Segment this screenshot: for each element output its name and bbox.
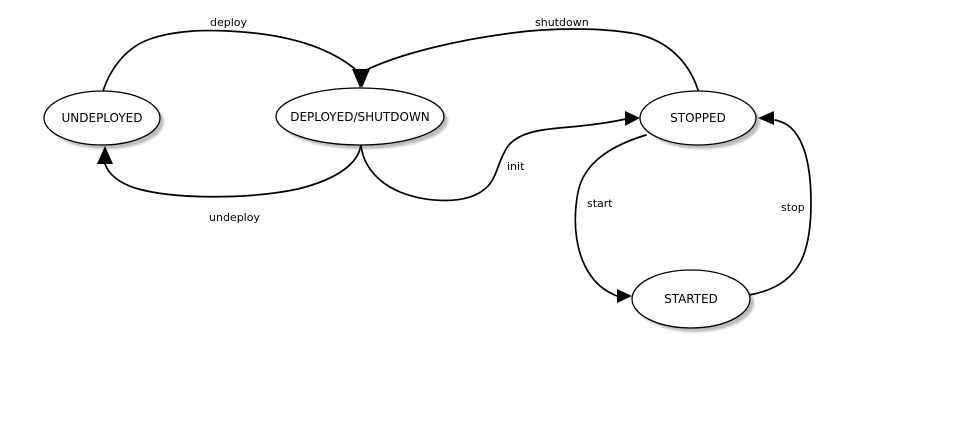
transition-start-path (574, 134, 647, 297)
start-arrowhead-icon (617, 289, 632, 303)
transition-label-shutdown: shutdown (535, 16, 589, 29)
transition-undeploy-path (104, 143, 362, 198)
transition-label-start: start (587, 197, 613, 210)
shutdown-arrowhead-icon (354, 69, 370, 88)
transition-label-deploy: deploy (210, 16, 248, 29)
stopped-label: STOPPED (670, 111, 726, 125)
state-node-undeployed: UNDEPLOYED (43, 90, 161, 146)
transition-label-init: init (507, 160, 525, 173)
transition-label-undeploy: undeploy (209, 211, 260, 224)
state-node-deployed-shutdown: DEPLOYED/SHUTDOWN (275, 87, 445, 146)
init-arrowhead-icon (625, 111, 640, 126)
started-label: STARTED (664, 292, 718, 306)
started-ellipse (631, 269, 751, 329)
state-node-started: STARTED (631, 269, 751, 329)
stop-arrowhead-icon (758, 111, 774, 125)
undeployed-label: UNDEPLOYED (61, 111, 142, 125)
deployed-shutdown-label: DEPLOYED/SHUTDOWN (290, 110, 430, 124)
transition-shutdown-path (365, 28, 699, 91)
undeploy-arrowhead-icon (97, 146, 113, 164)
undeployed-ellipse (43, 90, 161, 146)
transition-init-path (360, 118, 627, 202)
transition-deploy-path (102, 29, 356, 92)
transition-stop-path (748, 119, 812, 296)
transition-label-stop: stop (781, 201, 805, 214)
state-node-stopped: STOPPED (639, 90, 757, 146)
